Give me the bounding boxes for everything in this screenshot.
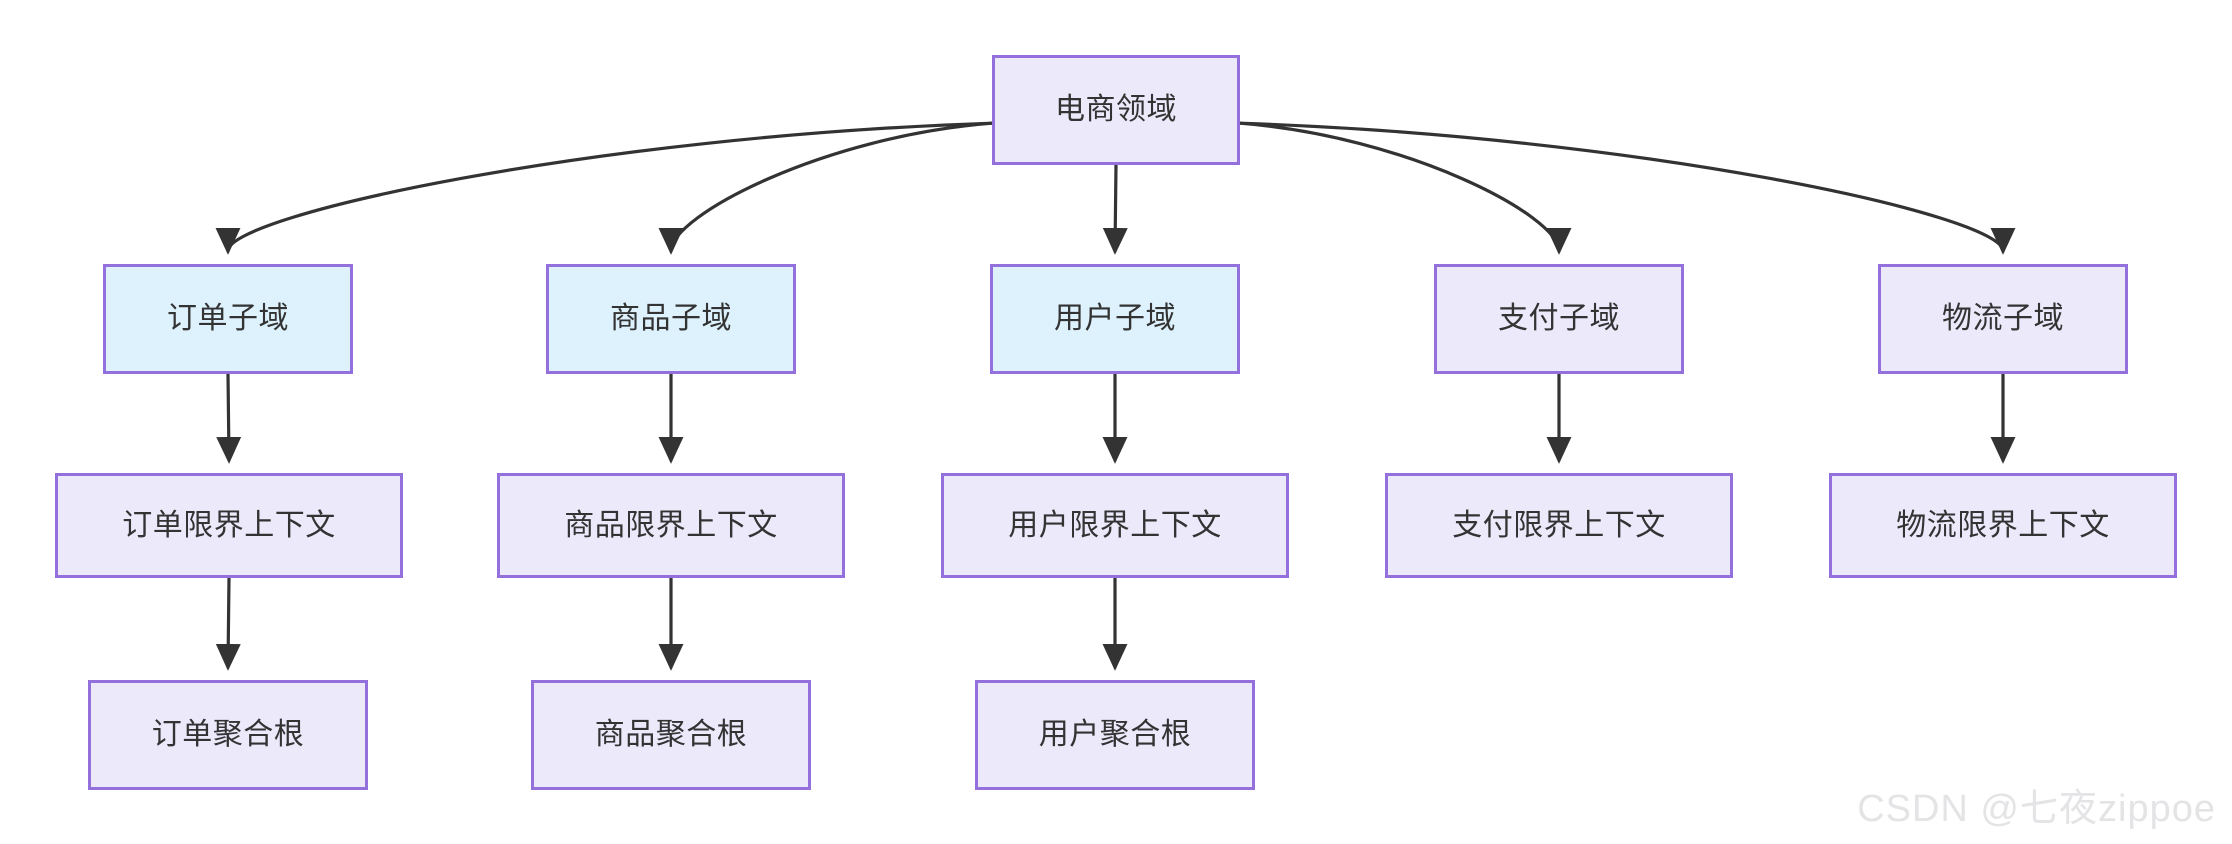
node-label-ctx-payment: 支付限界上下文 bbox=[1452, 508, 1666, 542]
node-sub-user[interactable]: 用户子域 bbox=[990, 264, 1240, 374]
node-sub-logistics[interactable]: 物流子域 bbox=[1878, 264, 2128, 374]
node-label-ctx-logistics: 物流限界上下文 bbox=[1896, 508, 2110, 542]
node-label-ctx-user: 用户限界上下文 bbox=[1008, 508, 1222, 542]
node-label-agg-product: 商品聚合根 bbox=[594, 718, 748, 751]
node-label-agg-user: 用户聚合根 bbox=[1038, 718, 1192, 751]
node-label-sub-payment: 支付子域 bbox=[1498, 302, 1620, 335]
node-label-sub-logistics: 物流子域 bbox=[1942, 302, 2064, 335]
node-agg-user[interactable]: 用户聚合根 bbox=[975, 680, 1255, 790]
edge-root-user bbox=[1102, 163, 1128, 255]
edge-order-ctx bbox=[216, 372, 242, 464]
node-label-ctx-order: 订单限界上下文 bbox=[122, 508, 336, 542]
edge-paths bbox=[215, 121, 2016, 671]
edge-root-product bbox=[658, 121, 994, 255]
node-label-ctx-product: 商品限界上下文 bbox=[564, 508, 778, 542]
node-label-sub-order: 订单子域 bbox=[167, 302, 289, 335]
node-label-agg-order: 订单聚合根 bbox=[151, 718, 305, 751]
node-agg-product[interactable]: 商品聚合根 bbox=[531, 680, 811, 790]
csdn-watermark: CSDN @七夜zippoe bbox=[1857, 788, 2216, 830]
edge-root-order bbox=[215, 121, 994, 255]
node-sub-order[interactable]: 订单子域 bbox=[103, 264, 353, 374]
node-ctx-payment[interactable]: 支付限界上下文 bbox=[1385, 473, 1733, 578]
edge-ctx-agg-order bbox=[215, 576, 241, 671]
edge-root-logistics bbox=[1238, 121, 2016, 255]
node-sub-product[interactable]: 商品子域 bbox=[546, 264, 796, 374]
node-label-root: 电商领域 bbox=[1055, 93, 1177, 126]
edge-root-payment bbox=[1238, 121, 1572, 255]
node-ctx-user[interactable]: 用户限界上下文 bbox=[941, 473, 1289, 578]
node-ctx-order[interactable]: 订单限界上下文 bbox=[55, 473, 403, 578]
node-ctx-product[interactable]: 商品限界上下文 bbox=[497, 473, 845, 578]
node-ctx-logistics[interactable]: 物流限界上下文 bbox=[1829, 473, 2177, 578]
node-label-sub-product: 商品子域 bbox=[610, 302, 732, 335]
node-agg-order[interactable]: 订单聚合根 bbox=[88, 680, 368, 790]
node-label-sub-user: 用户子域 bbox=[1054, 302, 1176, 335]
node-sub-payment[interactable]: 支付子域 bbox=[1434, 264, 1684, 374]
node-root[interactable]: 电商领域 bbox=[992, 55, 1240, 165]
